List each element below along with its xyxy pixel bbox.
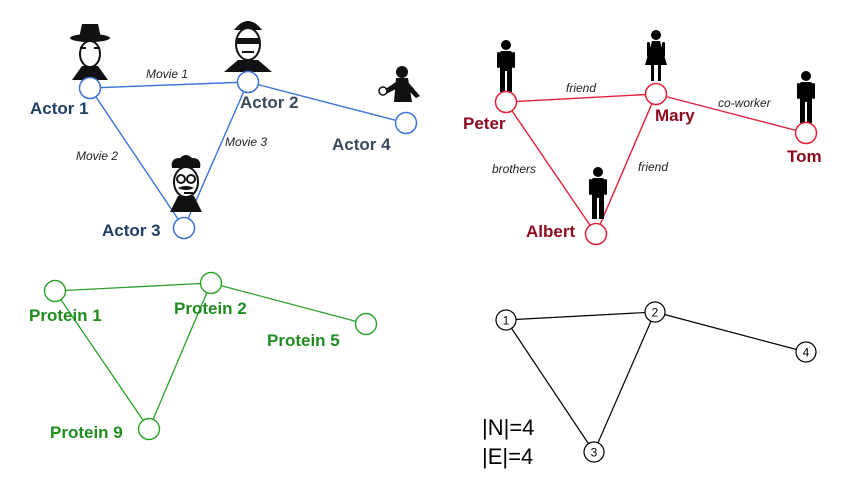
label-protein-5: Protein 5 (267, 331, 340, 350)
woman-icon (645, 30, 667, 81)
edge-2-3 (593, 311, 656, 453)
node-mary[interactable] (644, 82, 668, 106)
actor-face-glasses-mustache-icon (170, 155, 202, 212)
edge-label-movie-3: Movie 3 (225, 135, 267, 149)
label-actor-2: Actor 2 (240, 93, 299, 112)
node-albert[interactable] (584, 222, 608, 246)
node-label-3: 3 (591, 446, 598, 460)
edge-1-2 (505, 311, 656, 321)
node-label-4: 4 (803, 346, 810, 360)
node-label-1: 1 (503, 314, 510, 328)
edge-label-movie-1: Movie 1 (146, 67, 188, 81)
man-icon (589, 167, 607, 219)
edge-label-brothers: brothers (492, 162, 536, 176)
edge-mary-tom (655, 93, 807, 134)
label-albert: Albert (526, 222, 575, 241)
node-peter[interactable] (494, 90, 518, 114)
label-protein-2: Protein 2 (174, 299, 247, 318)
label-protein-9: Protein 9 (50, 423, 123, 442)
edge-protein2-protein9 (148, 282, 212, 430)
protein-network: Protein 1 Protein 2 Protein 5 Protein 9 (29, 271, 378, 442)
man-icon (497, 40, 515, 92)
label-protein-1: Protein 1 (29, 306, 102, 325)
node-protein-2[interactable] (199, 271, 223, 295)
label-actor-4: Actor 4 (332, 135, 391, 154)
edge-protein1-protein9 (54, 290, 150, 430)
social-network: Peter Mary Tom Albert friend co-worker b… (463, 30, 822, 246)
edge-label-movie-2: Movie 2 (76, 149, 118, 163)
actor-network: Actor 1 Actor 2 Actor 3 Actor 4 Movie 1 … (30, 21, 420, 240)
label-actor-1: Actor 1 (30, 99, 89, 118)
actor-face-sunglasses-icon (224, 21, 272, 72)
node-protein-1[interactable] (43, 279, 67, 303)
edge-movie-2 (89, 87, 185, 229)
node-actor-1[interactable] (78, 76, 102, 100)
edge-actor2-actor4 (247, 81, 407, 124)
actor-face-fedora-icon (70, 24, 110, 80)
label-tom: Tom (787, 147, 822, 166)
edge-2-4 (654, 311, 807, 353)
node-actor-2[interactable] (236, 70, 260, 94)
label-mary: Mary (655, 106, 695, 125)
node-actor-3[interactable] (172, 216, 196, 240)
label-actor-3: Actor 3 (102, 221, 161, 240)
edge-protein1-protein2 (54, 282, 212, 292)
edge-mary-albert (595, 93, 657, 235)
node-count: |N|=4 (482, 415, 534, 440)
node-2[interactable] (644, 301, 666, 323)
node-actor-4[interactable] (394, 111, 418, 135)
node-3[interactable] (583, 441, 605, 463)
node-4[interactable] (795, 341, 817, 363)
edge-label-co-worker: co-worker (718, 96, 772, 110)
actor-fighter-icon (378, 66, 420, 102)
node-protein-5[interactable] (354, 312, 378, 336)
edge-movie-1 (89, 81, 249, 89)
node-protein-9[interactable] (137, 417, 161, 441)
man-icon (797, 71, 815, 123)
edge-protein2-protein5 (210, 282, 367, 325)
node-tom[interactable] (794, 121, 818, 145)
edge-peter-albert (505, 101, 597, 235)
abstract-graph: 1 2 3 4 |N|=4 |E|=4 (482, 301, 817, 469)
edge-label-friend-mary-albert: friend (638, 160, 668, 174)
node-1[interactable] (495, 309, 517, 331)
edge-1-3 (505, 319, 595, 453)
edge-peter-mary (505, 93, 657, 103)
node-label-2: 2 (652, 306, 659, 320)
edge-label-friend-peter-mary: friend (566, 81, 596, 95)
edge-count: |E|=4 (482, 444, 533, 469)
label-peter: Peter (463, 114, 506, 133)
